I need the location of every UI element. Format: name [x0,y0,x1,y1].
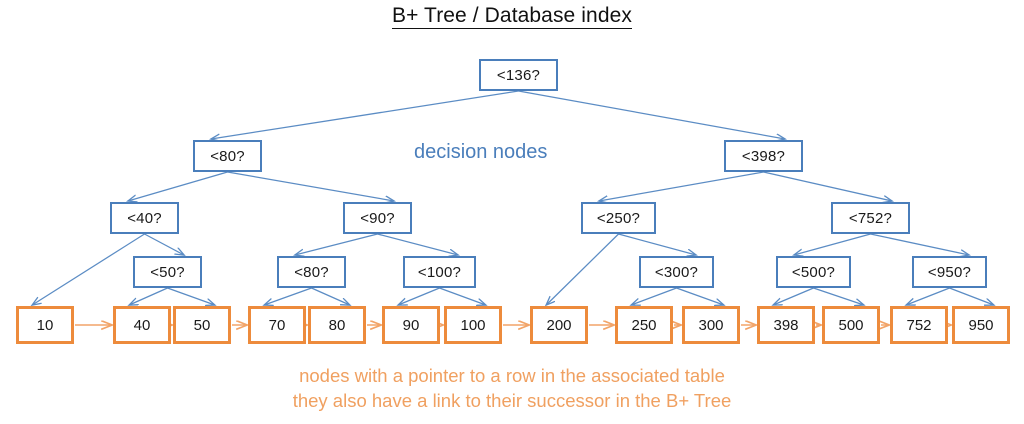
decision-node-label: <50? [150,263,185,281]
decision-node-label: <500? [791,263,836,281]
tree-edge-d50-to-L40 [129,287,168,305]
leaf-node-L950[interactable]: 950 [952,306,1010,344]
leaf-node-label: 752 [906,316,932,334]
tree-edge-d80-to-d90 [227,171,395,201]
tree-edge-d100-to-L100 [439,287,486,305]
tree-edge-d752-to-d950 [870,233,970,255]
decision-node-label: <136? [496,66,541,84]
leaf-node-L752[interactable]: 752 [890,306,948,344]
leaf-node-L398[interactable]: 398 [757,306,815,344]
leaf-node-label: 300 [698,316,724,334]
tree-edge-d950-to-L752 [906,287,950,305]
decision-nodes-label: decision nodes [414,141,548,163]
tree-edge-d752-to-d500 [794,233,871,255]
decision-node-d752[interactable]: <752? [831,202,910,234]
page-title-text: B+ Tree / Database index [392,4,632,29]
leaf-node-label: 80 [328,316,346,334]
leaf-node-label: 90 [402,316,420,334]
leaf-node-L50[interactable]: 50 [173,306,231,344]
decision-node-d300[interactable]: <300? [639,256,714,288]
leaf-node-label: 200 [546,316,572,334]
tree-edge-d250-to-d300 [618,233,697,255]
tree-edge-d90-to-d100 [377,233,459,255]
decision-node-label: <950? [927,263,972,281]
leaf-node-label: 398 [773,316,799,334]
decision-node-label: <80? [294,263,329,281]
decision-node-d250[interactable]: <250? [581,202,656,234]
tree-edge-d90-to-d80b [295,233,378,255]
decision-node-label: <250? [596,209,641,227]
decision-node-label: <100? [417,263,462,281]
tree-edge-d398-to-d752 [763,171,893,201]
decision-node-label: <80? [210,147,245,165]
decision-node-label: <752? [848,209,893,227]
leaf-node-L100[interactable]: 100 [444,306,502,344]
decision-node-d90[interactable]: <90? [343,202,412,234]
leaf-node-label: 250 [631,316,657,334]
tree-edge-d250-to-L200 [546,233,619,305]
decision-node-label: <40? [127,209,162,227]
decision-node-d398[interactable]: <398? [724,140,803,172]
tree-edge-root-to-d80 [211,90,519,139]
leaf-node-L250[interactable]: 250 [615,306,673,344]
tree-edge-d40-to-L10 [32,233,145,305]
tree-edge-d80b-to-L80 [311,287,350,305]
leaf-node-label: 70 [268,316,286,334]
tree-edge-d300-to-L300 [676,287,724,305]
leaf-caption-line-1: nodes with a pointer to a row in the ass… [299,365,725,386]
tree-edge-d950-to-L950 [949,287,994,305]
leaf-node-L300[interactable]: 300 [682,306,740,344]
leaf-node-L40[interactable]: 40 [113,306,171,344]
decision-node-d500[interactable]: <500? [776,256,851,288]
tree-edge-root-to-d398 [518,90,786,139]
leaf-node-L500[interactable]: 500 [822,306,880,344]
decision-node-d50[interactable]: <50? [133,256,202,288]
decision-node-d40[interactable]: <40? [110,202,179,234]
decision-node-label: <398? [741,147,786,165]
decision-node-label: <300? [654,263,699,281]
leaf-node-L70[interactable]: 70 [248,306,306,344]
leaf-node-L80[interactable]: 80 [308,306,366,344]
leaf-node-L200[interactable]: 200 [530,306,588,344]
tree-edge-d500-to-L398 [773,287,814,305]
leaf-node-label: 100 [460,316,486,334]
tree-edge-d40-to-d50 [144,233,185,255]
decision-node-d80[interactable]: <80? [193,140,262,172]
leaf-node-label: 40 [133,316,151,334]
decision-node-d950[interactable]: <950? [912,256,987,288]
decision-node-label: <90? [360,209,395,227]
tree-edge-d80-to-d40 [128,171,228,201]
leaf-node-label: 500 [838,316,864,334]
leaf-caption-line-2: they also have a link to their successor… [292,390,732,411]
page-title: B+ Tree / Database index [0,4,1024,29]
tree-edge-d80b-to-L70 [264,287,312,305]
tree-edge-d100-to-L90 [398,287,440,305]
tree-edge-d300-to-L250 [631,287,677,305]
leaf-node-L90[interactable]: 90 [382,306,440,344]
decision-node-d100[interactable]: <100? [403,256,476,288]
decision-node-d80b[interactable]: <80? [277,256,346,288]
leaf-caption: nodes with a pointer to a row in the ass… [0,363,1024,413]
decision-node-root[interactable]: <136? [479,59,558,91]
leaf-node-L10[interactable]: 10 [16,306,74,344]
tree-edge-d398-to-d250 [599,171,764,201]
leaf-node-label: 950 [968,316,994,334]
tree-edge-d500-to-L500 [813,287,864,305]
tree-edge-d50-to-L50 [167,287,215,305]
leaf-node-label: 50 [193,316,211,334]
leaf-node-label: 10 [36,316,54,334]
